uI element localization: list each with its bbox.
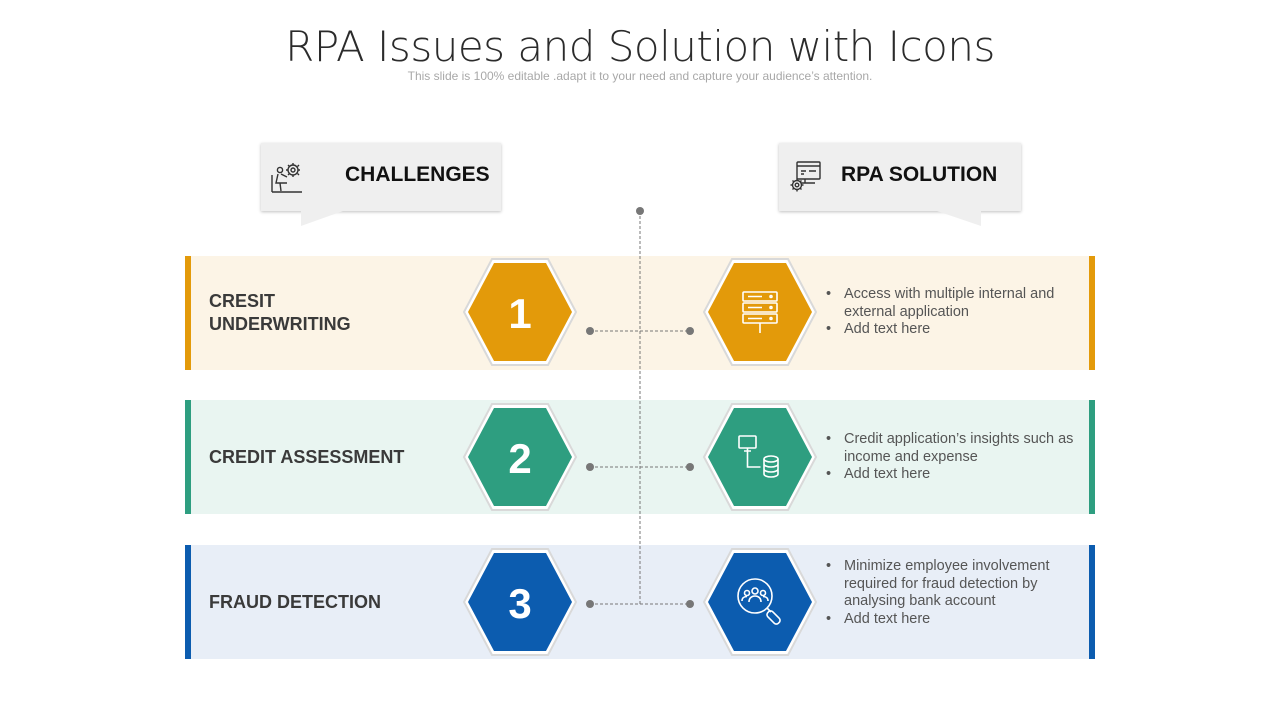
server-icon [742,291,778,333]
row-3-challenge: FRAUD DETECTION [209,591,381,614]
row-2-challenge-line1: CREDIT ASSESSMENT [209,447,405,467]
row-1-icon-hexagon [702,258,818,366]
row-2-solution-bullets: Credit application’s insights such as in… [826,431,1076,484]
row-2-number: 2 [508,435,532,482]
row-3-bullet-2: Add text here [826,611,1076,629]
solution-callout-tail [937,211,981,226]
challenges-callout: CHALLENGES [261,143,501,226]
row-1-bullet-2: Add text here [826,321,1076,339]
row-2-right-bar [1089,400,1095,514]
row-1-number: 1 [508,290,532,337]
monitor-gear-icon [790,161,821,192]
slide-title: RPA Issues and Solution with Icons [285,22,995,71]
row-1-challenge-line2: UNDERWRITING [209,314,351,334]
row-3-bullet-1: Minimize employee involvement required f… [826,558,1076,611]
challenges-callout-tail [301,211,343,226]
row-2-icon-hexagon [702,403,818,511]
row-2-bullet-2: Add text here [826,466,1076,484]
row-3-icon-hexagon [702,548,818,656]
row-1-right-bar [1089,256,1095,370]
solution-label: RPA SOLUTION [841,163,998,186]
row-1-challenge-line1: CRESIT [209,291,276,311]
slide-subtitle: This slide is 100% editable .adapt it to… [407,69,873,83]
row-2-number-hexagon [462,403,578,511]
row-2-bullet-1: Credit application’s insights such as in… [826,431,1076,466]
row-3-challenge-line1: FRAUD DETECTION [209,592,381,612]
row-3-number: 3 [508,580,532,627]
row-3-right-bar [1089,545,1095,659]
gear-person-icon [271,163,302,193]
row-2-challenge: CREDIT ASSESSMENT [209,446,404,469]
row-2-left-bar [185,400,191,514]
row-1-number-hexagon [462,258,578,366]
row-3-number-hexagon [462,548,578,656]
database-flow-icon [738,435,779,478]
solution-callout: RPA SOLUTION [779,143,1021,226]
row-1-challenge: CRESIT UNDERWRITING [209,290,351,336]
challenges-label: CHALLENGES [345,163,490,186]
row-1-solution-bullets: Access with multiple internal and extern… [826,286,1076,339]
row-3-left-bar [185,545,191,659]
row-1-bullet-1: Access with multiple internal and extern… [826,286,1076,321]
search-people-icon [737,578,781,625]
row-3-solution-bullets: Minimize employee involvement required f… [826,558,1076,628]
row-1-left-bar [185,256,191,370]
